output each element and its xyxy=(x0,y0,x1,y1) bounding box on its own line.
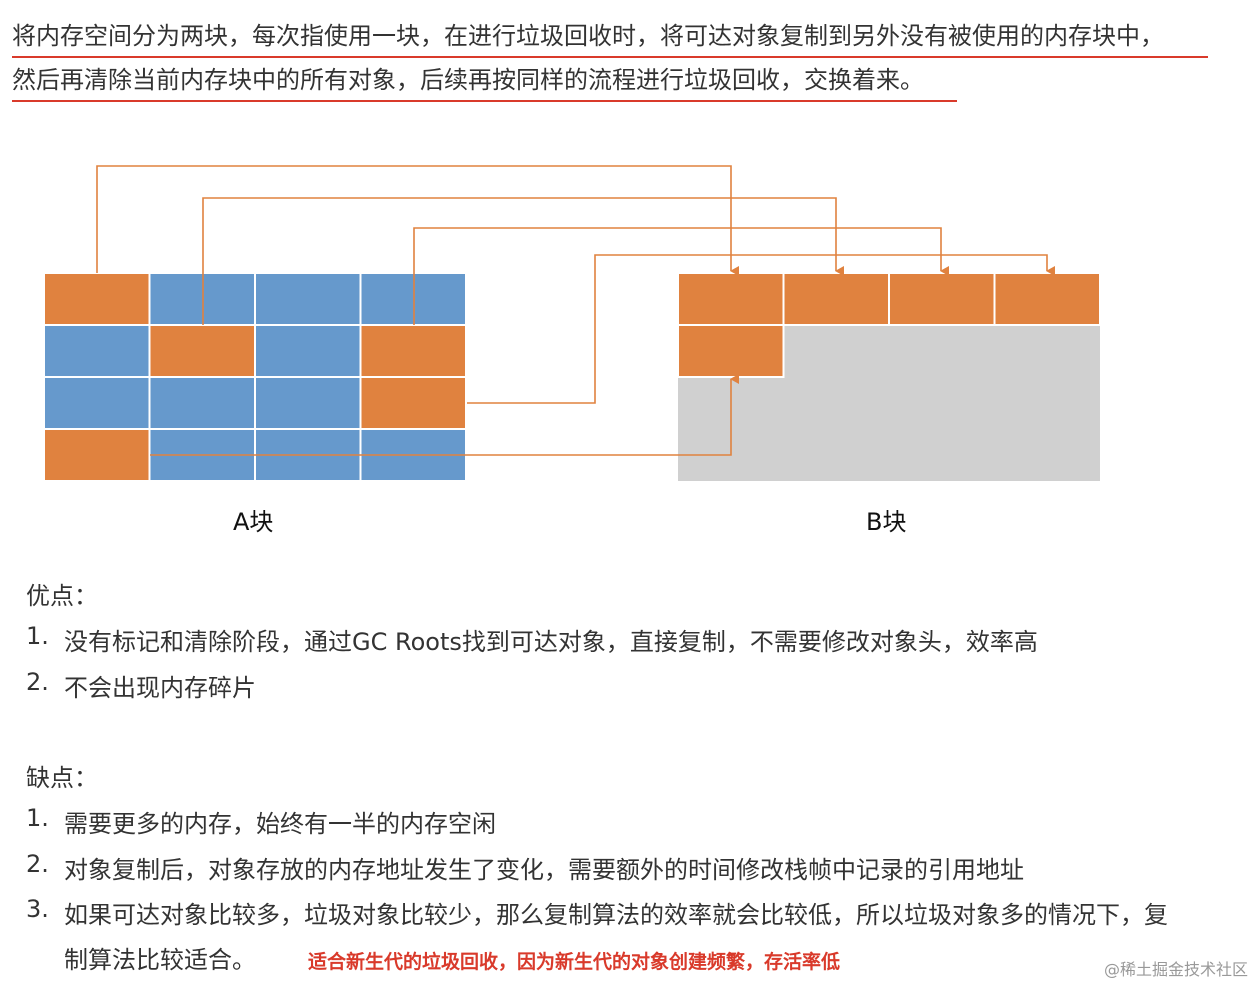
block-a-cell-dead-object xyxy=(254,272,362,326)
copy-arrow-2 xyxy=(202,197,844,325)
block-b-cell-copied-object xyxy=(993,272,1101,326)
block-b-cell-copied-object xyxy=(782,272,890,326)
pros-item-1-num: 1. xyxy=(26,622,49,650)
intro-underline-1 xyxy=(12,56,1208,58)
block-a-cell-dead-object xyxy=(43,324,151,378)
block-b xyxy=(677,272,1101,481)
block-b-cell-copied-object xyxy=(677,272,785,326)
block-b-label: B块 xyxy=(866,508,907,536)
block-a-cell-dead-object xyxy=(254,324,362,378)
block-a-cell-live-object xyxy=(359,324,467,378)
cons-item-3-num: 3. xyxy=(26,895,49,923)
pros-item-2-text: 不会出现内存碎片 xyxy=(64,674,256,702)
block-a-cell-live-object xyxy=(43,272,151,326)
cons-item-2-text: 对象复制后，对象存放的内存地址发生了变化，需要额外的时间修改栈帧中记录的引用地址 xyxy=(64,856,1024,884)
block-b-cell-copied-object xyxy=(677,324,785,378)
block-a-label: A块 xyxy=(233,508,274,536)
block-b-cell-copied-object xyxy=(888,272,996,326)
block-a-cell-live-object xyxy=(43,428,151,482)
block-a-cell-live-object xyxy=(359,376,467,430)
cons-item-3-text-cont: 制算法比较适合。 xyxy=(64,946,256,974)
copy-arrow-4 xyxy=(467,254,1055,404)
cons-item-1-text: 需要更多的内存，始终有一半的内存空闲 xyxy=(64,810,496,838)
pros-title: 优点： xyxy=(26,582,98,610)
intro-line-2: 然后再清除当前内存块中的所有对象，后续再按同样的流程进行垃圾回收，交换着来。 xyxy=(12,64,957,102)
copy-arrow-3 xyxy=(413,227,949,325)
cons-item-3-continuation: 制算法比较适合。 适合新生代的垃圾回收，因为新生代的对象创建频繁，存活率低 xyxy=(64,940,840,975)
copy-arrow-5 xyxy=(150,374,739,456)
watermark: @稀土掘金技术社区 xyxy=(1103,960,1248,979)
intro-text-2: 然后再清除当前内存块中的所有对象，后续再按同样的流程进行垃圾回收，交换着来。 xyxy=(12,66,924,94)
cons-item-1-num: 1. xyxy=(26,804,49,832)
intro-line-1: 将内存空间分为两块，每次指使用一块，在进行垃圾回收时，将可达对象复制到另外没有被… xyxy=(12,20,1208,58)
cons-item-3-text: 如果可达对象比较多，垃圾对象比较少，那么复制算法的效率就会比较低，所以垃圾对象多… xyxy=(64,901,1168,929)
cons-title: 缺点： xyxy=(26,764,98,792)
intro-text-1: 将内存空间分为两块，每次指使用一块，在进行垃圾回收时，将可达对象复制到另外没有被… xyxy=(12,22,1164,50)
block-a xyxy=(43,272,467,482)
pros-item-1-text: 没有标记和清除阶段，通过GC Roots找到可达对象，直接复制，不需要修改对象头… xyxy=(64,628,1038,656)
copy-arrow-1 xyxy=(96,165,739,276)
cons-item-2-num: 2. xyxy=(26,850,49,878)
block-a-cell-dead-object xyxy=(148,376,256,430)
block-a-cell-dead-object xyxy=(254,376,362,430)
block-a-cell-live-object xyxy=(148,324,256,378)
cons-item-3-note: 适合新生代的垃圾回收，因为新生代的对象创建频繁，存活率低 xyxy=(308,951,841,973)
copy-algorithm-diagram xyxy=(43,165,1101,482)
block-a-cell-dead-object xyxy=(43,376,151,430)
intro-underline-2 xyxy=(12,100,957,102)
copy-arrows xyxy=(96,165,1055,456)
pros-item-2-num: 2. xyxy=(26,668,49,696)
